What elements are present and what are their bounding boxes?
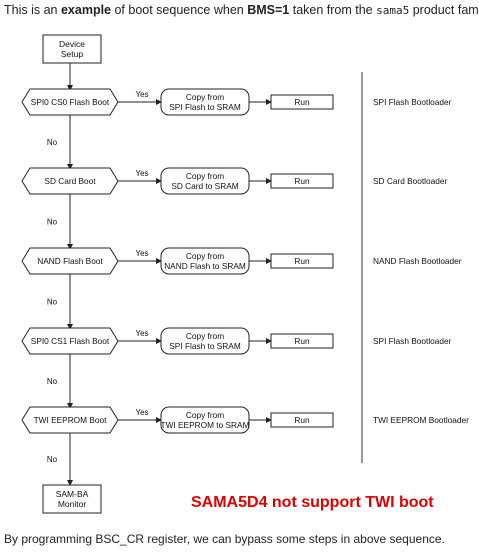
decision-label: TWI EEPROM Boot — [34, 415, 108, 425]
bootloader-label: SPI Flash Bootloader — [373, 336, 452, 346]
copy-label: SD Card to SRAM — [171, 181, 238, 191]
no-label: No — [47, 377, 58, 386]
bootloader-label: SPI Flash Bootloader — [373, 97, 452, 107]
run-label: Run — [294, 256, 310, 266]
device-setup-label: Setup — [61, 49, 83, 59]
yes-label: Yes — [135, 249, 148, 258]
run-box — [270, 333, 334, 349]
decision-label: SD Card Boot — [44, 176, 96, 186]
decision-label: NAND Flash Boot — [37, 256, 103, 266]
run-box — [270, 173, 334, 189]
run-box — [270, 412, 334, 428]
copy-label: NAND Flash to SRAM — [164, 261, 246, 271]
bootloader-label: NAND Flash Bootloader — [373, 256, 462, 266]
yes-label: Yes — [135, 408, 148, 417]
run-label: Run — [294, 415, 310, 425]
intro-bold-bms: BMS=1 — [247, 3, 290, 17]
outro-text: By programming BSC_CR register, we can b… — [4, 532, 445, 546]
copy-label: Copy from — [186, 251, 224, 261]
intro-mid: of boot sequence when — [111, 3, 248, 17]
no-label: No — [47, 138, 58, 147]
yes-label: Yes — [135, 90, 148, 99]
run-box — [270, 253, 334, 269]
copy-label: TWI EEPROM to SRAM — [161, 420, 250, 430]
sam-ba-monitor-label: Monitor — [58, 499, 87, 509]
no-label: No — [47, 455, 58, 464]
yes-label: Yes — [135, 329, 148, 338]
copy-label: SPI Flash to SRAM — [169, 102, 241, 112]
bootloader-label: TWI EEPROM Bootloader — [373, 415, 469, 425]
copy-label: Copy from — [186, 92, 224, 102]
run-box — [270, 94, 334, 110]
copy-label: Copy from — [186, 410, 224, 420]
bootloader-label: SD Card Bootloader — [373, 176, 447, 186]
no-label: No — [47, 298, 58, 307]
decision-label: SPI0 CS0 Flash Boot — [31, 97, 110, 107]
sam-ba-monitor-box — [42, 484, 102, 514]
yes-label: Yes — [135, 169, 148, 178]
copy-label: SPI Flash to SRAM — [169, 341, 241, 351]
no-label: No — [47, 218, 58, 227]
intro-mid2: taken from the — [289, 3, 377, 17]
twi-annotation: SAMA5D4 not support TWI boot — [191, 494, 434, 511]
copy-label: Copy from — [186, 171, 224, 181]
copy-label: Copy from — [186, 331, 224, 341]
intro-suffix: product family: — [412, 3, 479, 17]
run-label: Run — [294, 97, 310, 107]
device-setup-box — [42, 34, 102, 64]
run-label: Run — [294, 176, 310, 186]
run-label: Run — [294, 336, 310, 346]
decision-label: SPI0 CS1 Flash Boot — [31, 336, 110, 346]
intro-bold-example: example — [60, 3, 111, 17]
intro-code: sama5 — [376, 4, 410, 17]
intro-text: This is an example of boot sequence when… — [4, 3, 479, 17]
device-setup-label: Device — [59, 39, 85, 49]
intro-prefix: This is an — [4, 3, 61, 17]
sam-ba-monitor-label: SAM-BA — [56, 489, 89, 499]
